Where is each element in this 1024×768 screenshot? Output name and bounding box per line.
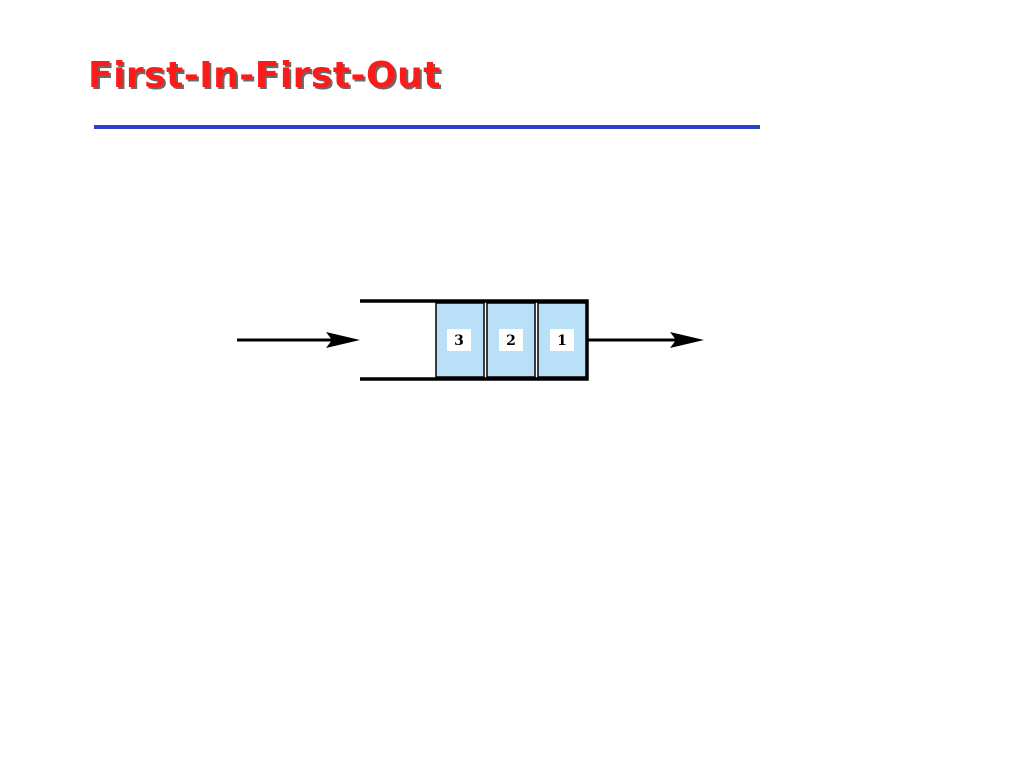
title-underline xyxy=(94,125,760,129)
dequeue-arrow xyxy=(587,332,704,348)
slide-title: First-In-First-Out xyxy=(88,55,441,96)
queue-item-label: 2 xyxy=(506,333,516,349)
queue-slot: 2 xyxy=(486,302,536,378)
queue-item-label: 3 xyxy=(454,333,464,349)
queue-slot: 1 xyxy=(537,302,587,378)
queue-item-label: 1 xyxy=(557,333,567,349)
enqueue-arrow xyxy=(237,332,360,348)
queue-slot: 3 xyxy=(435,302,485,378)
